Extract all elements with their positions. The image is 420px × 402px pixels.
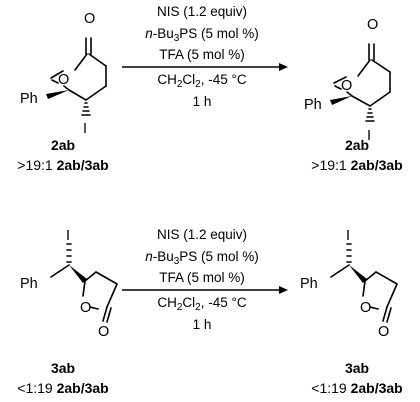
condition-catalyst: n-Bu3PS (5 mol %): [145, 249, 259, 267]
bond: [333, 76, 347, 84]
condition-nis: NIS (1.2 equiv): [157, 227, 247, 242]
bond: [102, 306, 108, 322]
product-compound-label: 2ab: [345, 137, 369, 153]
carbonyl-oxygen-label: O: [378, 324, 389, 340]
bond: [362, 280, 366, 297]
substrate-ratio: <1:19 2ab/3ab: [17, 380, 108, 396]
phenyl-label: Ph: [304, 97, 322, 113]
product-2ab-structure: O O Ph I: [304, 17, 391, 144]
condition-solvent-temp: CH2Cl2, -45 °C: [157, 295, 247, 313]
bond: [386, 307, 392, 323]
bond: [386, 283, 398, 308]
iodine-label: I: [83, 121, 87, 137]
phenyl-label: Ph: [20, 91, 38, 107]
reaction-arrow-1: [122, 63, 288, 71]
iodine-label: I: [66, 228, 70, 244]
condition-catalyst: n-Bu3PS (5 mol %): [145, 26, 259, 44]
bond: [371, 59, 391, 73]
substrate-compound-label: 3ab: [51, 360, 75, 376]
bond: [89, 306, 99, 310]
ring-oxygen-label: O: [360, 300, 371, 316]
bond: [63, 85, 70, 91]
product-ratio: <1:19 2ab/3ab: [311, 380, 402, 396]
product-compound-label: 3ab: [345, 360, 369, 376]
wedge-bond: [46, 90, 69, 99]
ring-oxygen-label: O: [80, 300, 91, 316]
condition-time: 1 h: [193, 317, 212, 332]
bond: [50, 70, 64, 79]
bond: [88, 53, 107, 67]
substrate-3ab-structure: O O Ph I: [20, 228, 118, 340]
bond: [82, 280, 86, 297]
substrate-compound-label: 2ab: [51, 137, 75, 153]
hashed-bond: [66, 243, 72, 263]
bond: [106, 307, 112, 323]
bond: [346, 91, 353, 97]
bond: [369, 91, 391, 107]
bond: [51, 79, 59, 84]
hashed-bond: [365, 108, 375, 122]
bond: [84, 271, 97, 282]
product-3ab-structure: O O Ph I: [300, 228, 398, 340]
product-ratio: >19:1 2ab/3ab: [311, 157, 402, 173]
reaction-arrow-2: [122, 286, 288, 294]
carbonyl-oxygen-label: O: [367, 17, 378, 33]
hashed-bond: [346, 243, 352, 263]
phenyl-label: Ph: [20, 276, 38, 292]
bond: [95, 271, 118, 285]
conditions-1: NIS (1.2 equiv) n-Bu3PS (5 mol %) TFA (5…: [145, 4, 259, 109]
bond: [334, 85, 342, 90]
bond: [68, 89, 87, 101]
iodine-label: I: [367, 128, 371, 144]
condition-time: 1 h: [193, 94, 212, 109]
wedge-bond: [349, 265, 367, 283]
reaction-2: O O Ph I NIS (1.2 equiv) n-Bu3PS (5 mol …: [17, 227, 402, 396]
condition-nis: NIS (1.2 equiv): [157, 4, 247, 19]
wedge-bond: [69, 265, 87, 283]
ring-oxygen-label: O: [58, 72, 69, 88]
wedge-bond: [330, 96, 352, 105]
bond: [74, 53, 88, 71]
hashed-bond: [81, 102, 91, 116]
bond: [369, 306, 379, 310]
condition-acid: TFA (5 mol %): [159, 270, 245, 285]
carbonyl-oxygen-label: O: [98, 324, 109, 340]
conditions-2: NIS (1.2 equiv) n-Bu3PS (5 mol %) TFA (5…: [145, 227, 259, 332]
bond: [364, 271, 377, 282]
bond: [375, 271, 398, 285]
substrate-2ab-structure: O O Ph I: [20, 11, 107, 137]
bond: [85, 85, 107, 101]
bond: [106, 283, 118, 308]
bond: [382, 306, 388, 322]
carbonyl-oxygen-label: O: [84, 11, 95, 27]
condition-acid: TFA (5 mol %): [159, 47, 245, 62]
bond: [357, 59, 371, 77]
reaction-1: O O Ph I NIS (1.2 equiv) n-Bu3PS (5 mol …: [17, 4, 402, 173]
bond: [351, 95, 371, 107]
ring-oxygen-label: O: [341, 78, 352, 94]
iodine-label: I: [346, 228, 350, 244]
bond: [50, 264, 70, 278]
condition-solvent-temp: CH2Cl2, -45 °C: [157, 72, 247, 90]
bond: [330, 264, 350, 278]
phenyl-label: Ph: [300, 276, 318, 292]
substrate-ratio: >19:1 2ab/3ab: [17, 157, 108, 173]
